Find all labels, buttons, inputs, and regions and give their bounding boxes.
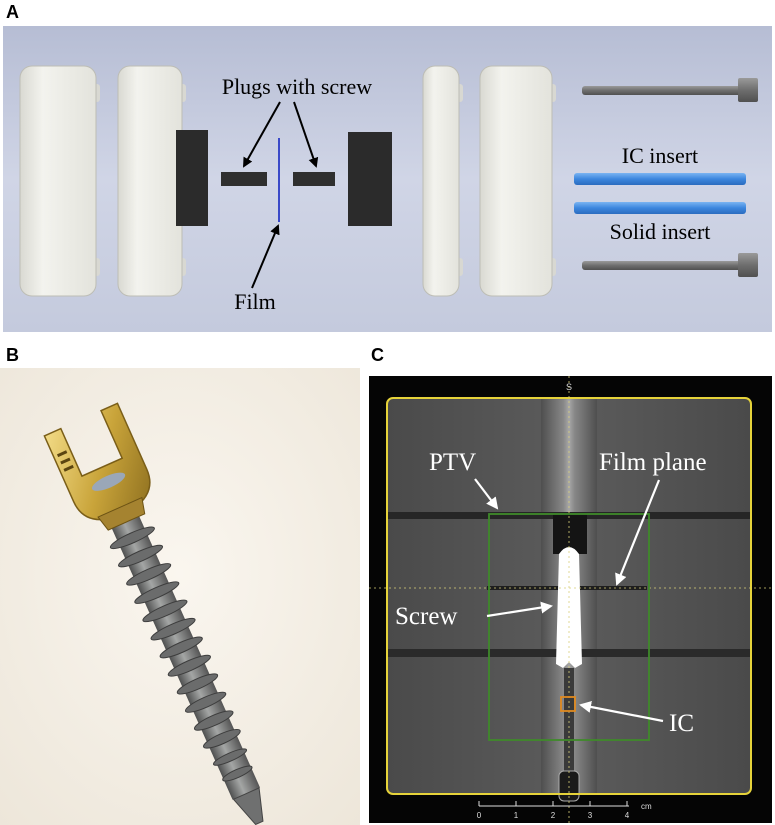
left-outer-block bbox=[19, 65, 100, 297]
right-inner-block bbox=[422, 65, 463, 297]
panel-b-screw-photo bbox=[0, 368, 360, 825]
scale-tick-2: 2 bbox=[551, 811, 556, 820]
screw-tulip-head bbox=[43, 402, 151, 531]
right-plug bbox=[293, 172, 335, 186]
left-dark-plate bbox=[176, 130, 208, 226]
panel-c-ct-image: S PTV Film plane Screw IC 0 1 2 3 4 cm bbox=[369, 376, 772, 823]
orientation-marker: S bbox=[566, 382, 572, 392]
arrow-left-plug bbox=[243, 101, 281, 168]
label-ptv: PTV bbox=[429, 449, 476, 476]
scale-tick-1: 1 bbox=[514, 811, 519, 820]
label-film-plane: Film plane bbox=[599, 449, 707, 476]
arrow-film-plane bbox=[615, 479, 661, 586]
panel-label-c: C bbox=[371, 345, 384, 365]
screw-shaft bbox=[109, 513, 264, 825]
arrow-ic bbox=[579, 701, 664, 723]
panel-label-b: B bbox=[6, 345, 19, 365]
left-plug bbox=[221, 172, 267, 186]
label-ic: IC bbox=[669, 710, 694, 737]
ptv-contour bbox=[488, 513, 650, 741]
label-ic-insert: IC insert bbox=[622, 143, 698, 168]
ic-insert-rod bbox=[574, 173, 746, 185]
scale-unit: cm bbox=[641, 802, 652, 811]
arrow-right-plug bbox=[293, 101, 319, 168]
scale-bar: 0 1 2 3 4 cm bbox=[477, 801, 652, 820]
arrow-screw bbox=[486, 601, 553, 618]
right-dark-plate bbox=[348, 132, 392, 226]
arrow-ptv bbox=[474, 478, 499, 510]
label-solid-insert: Solid insert bbox=[610, 219, 711, 244]
label-plugs-with-screw: Plugs with screw bbox=[222, 74, 372, 99]
label-screw: Screw bbox=[395, 603, 457, 630]
ic-contour bbox=[560, 696, 576, 712]
left-inner-block bbox=[117, 65, 186, 297]
right-outer-block bbox=[479, 65, 556, 297]
solid-insert-rod bbox=[574, 202, 746, 214]
panel-label-a: A bbox=[6, 2, 19, 22]
panel-a-phantom-render: Plugs with screw Film IC insert Solid in… bbox=[3, 26, 772, 332]
scale-tick-3: 3 bbox=[588, 811, 593, 820]
scale-tick-4: 4 bbox=[625, 811, 630, 820]
bottom-bolt bbox=[582, 253, 758, 277]
top-bolt bbox=[582, 78, 758, 102]
arrow-film bbox=[251, 224, 280, 289]
label-film: Film bbox=[234, 289, 276, 314]
scale-tick-0: 0 bbox=[477, 811, 482, 820]
